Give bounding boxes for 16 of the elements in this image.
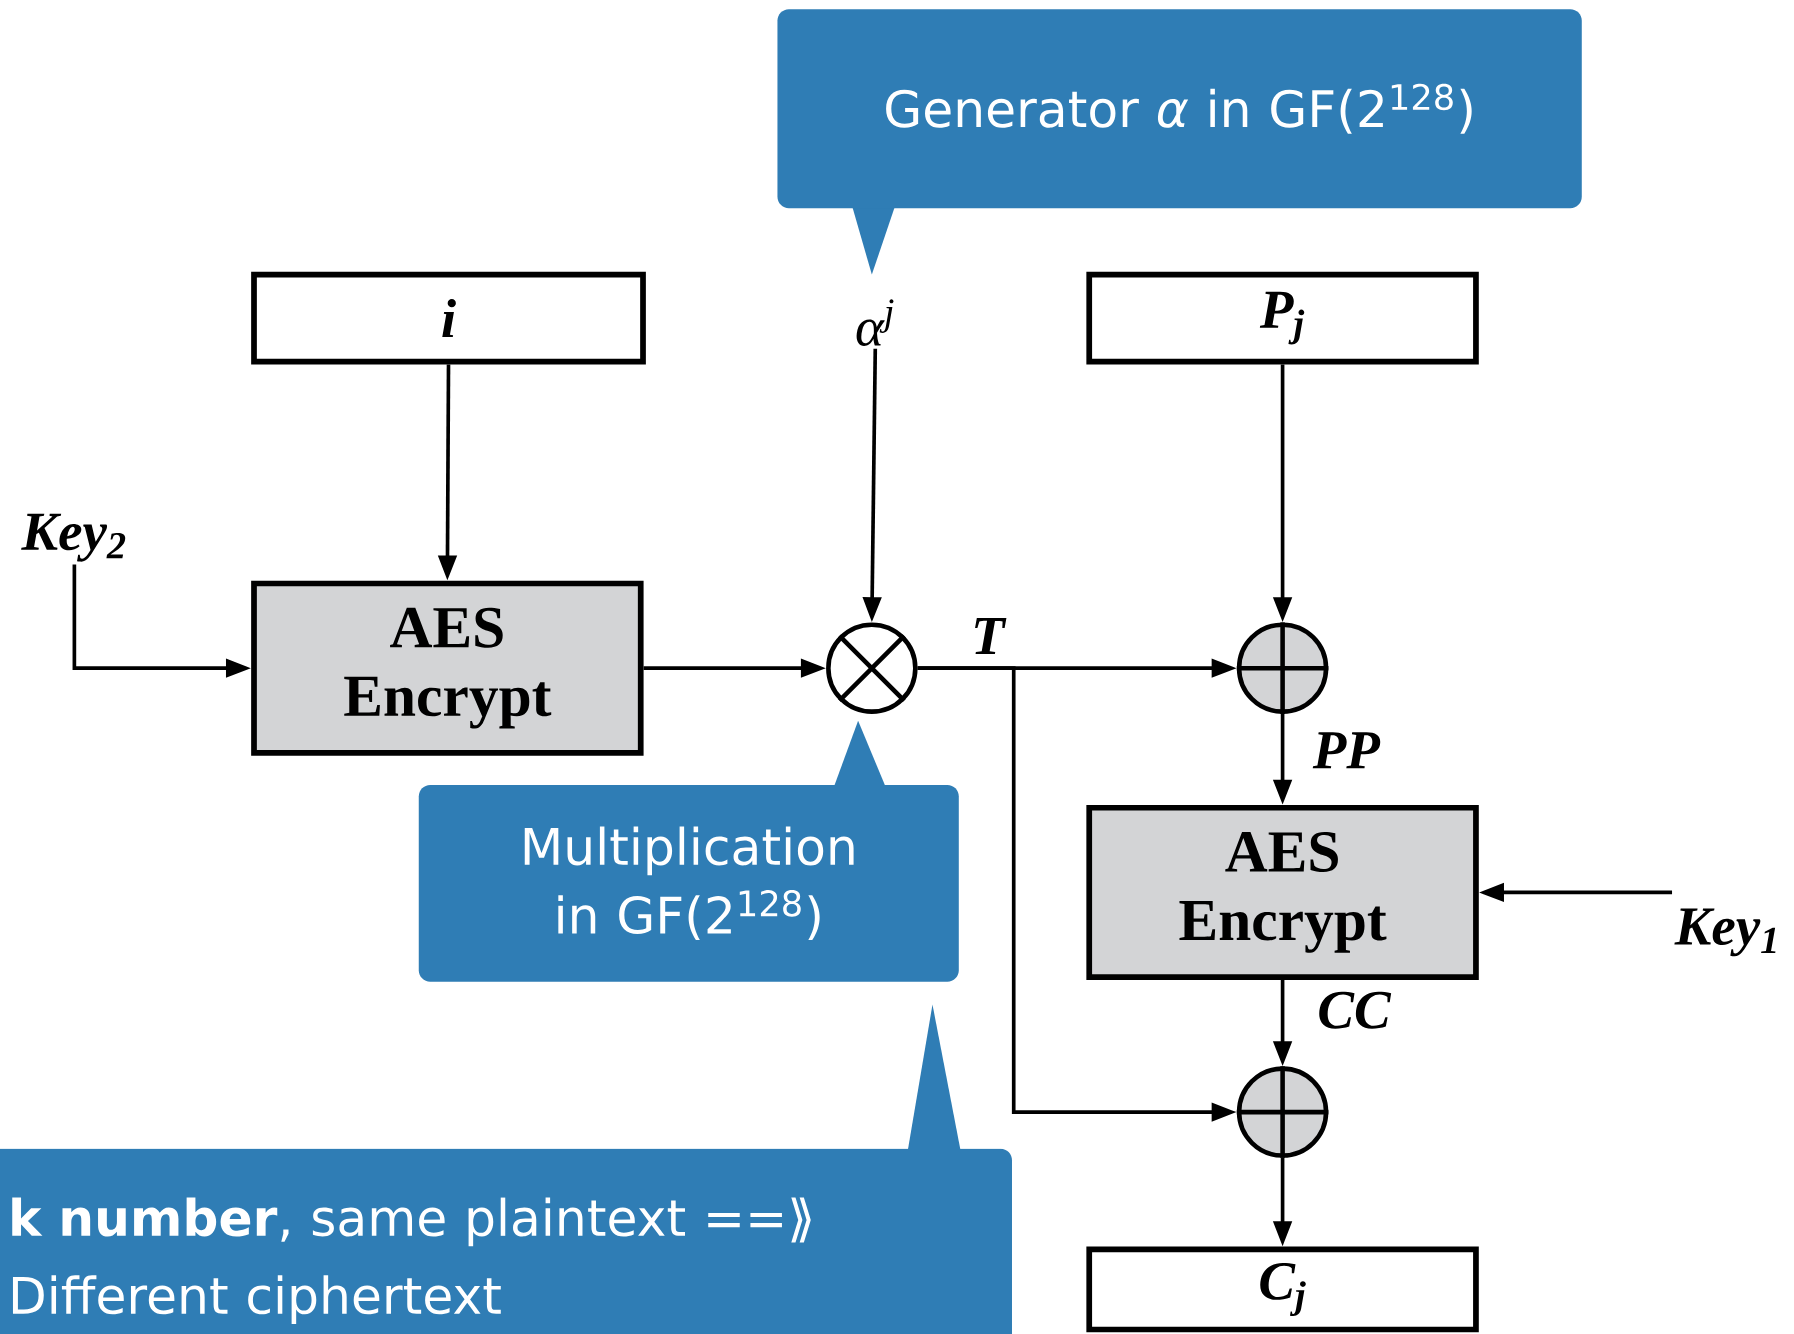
multiply-symbol: [826, 622, 918, 714]
edge-label: T: [968, 615, 1007, 657]
input-label: α$^{j}$: [856, 299, 894, 346]
input-box: P$_{j}$: [1086, 271, 1479, 365]
encrypt-box: AES Encrypt: [251, 580, 644, 756]
xor-symbol: [1236, 1066, 1329, 1158]
callout-bubble: k number, same plaintext ==⟫ Different ciphertext: [0, 1004, 1012, 1334]
edge-label: PP: [1310, 730, 1383, 771]
input-box: C$_{j}$: [1086, 1246, 1479, 1333]
input-label: Key$_{2}$: [21, 513, 126, 562]
input-label: Key$_{1}$: [1674, 908, 1776, 957]
xor-symbol: [1236, 622, 1329, 714]
input-box: i: [251, 271, 646, 365]
encrypt-box: AES Encrypt: [1086, 804, 1479, 980]
edge-label: CC: [1315, 989, 1393, 1031]
callout-bubble: Generator α in GF(2$^{128}$): [777, 9, 1582, 275]
